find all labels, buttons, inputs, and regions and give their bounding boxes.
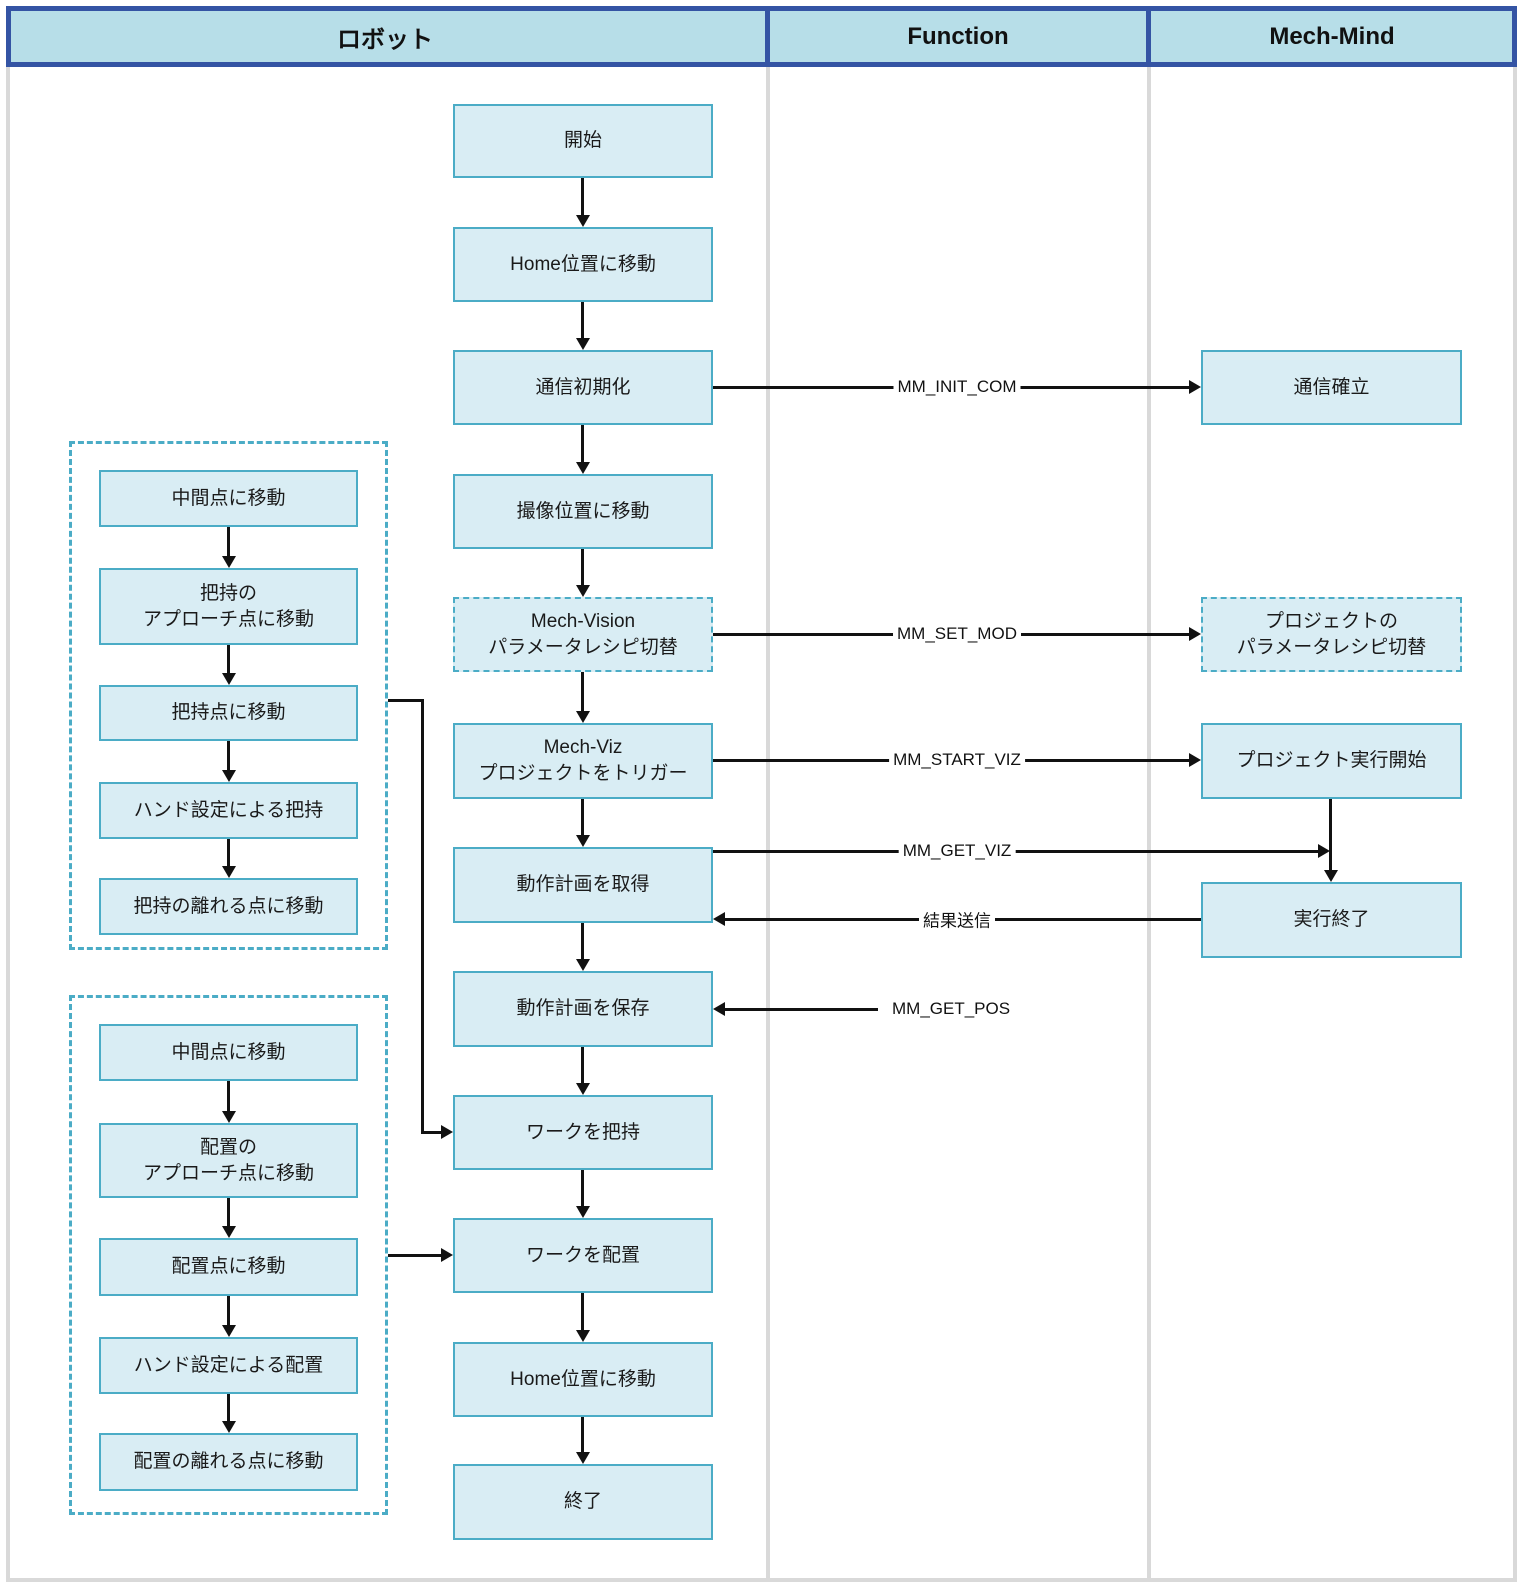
arrowhead-grasp-place [576,1206,590,1218]
arrow-placemid-approach [227,1081,230,1112]
node-init-com: 通信初期化 [453,350,713,425]
node-grasp-mid-point: 中間点に移動 [99,470,358,527]
lane-line-right [1513,67,1517,1578]
node-end: 終了 [453,1464,713,1540]
function-label-mm-init-com: MM_INIT_COM [893,377,1021,397]
swimlane-header [6,6,1517,67]
arrowhead-saveplan-grasp [576,1083,590,1095]
arrow-placepoint-hand [227,1296,230,1326]
arrow-viztrigger-getplan [581,799,584,836]
arrowhead-place-home2 [576,1330,590,1342]
arrow-start-home [581,178,584,216]
arrow-home2-end [581,1417,584,1453]
arrowhead-viztrigger-getplan [576,835,590,847]
function-label-mm-start-viz: MM_START_VIZ [889,750,1025,770]
node-move-capture: 撮像位置に移動 [453,474,713,549]
lane-title-function: Function [907,23,1009,50]
node-start: 開始 [453,104,713,178]
node-grasp-approach: 把持の アプローチ点に移動 [99,568,358,645]
arrowhead-mm-get-pos [713,1002,725,1016]
lane-line-bottom [6,1578,1517,1582]
connector-placepoint-in [388,1254,441,1257]
lane-title-robot: ロボット [337,26,433,54]
lane-line-divider-2 [1147,67,1151,1578]
arrowhead-hand-graspdepart [222,866,236,878]
node-grasp-point: 把持点に移動 [99,685,358,741]
arrowhead-send-result [713,912,725,926]
arrowhead-mm-init-com [1189,380,1201,394]
function-label-mm-set-mod: MM_SET_MOD [893,624,1021,644]
node-run-start: プロジェクト実行開始 [1201,723,1462,799]
arrowhead-capture-recipe [576,585,590,597]
arrowhead-home-initcom [576,338,590,350]
lane-line-divider-1 [766,67,770,1578]
arrow-initcom-capture [581,425,584,463]
arrowhead-placepoint-hand [222,1325,236,1337]
node-home-1: Home位置に移動 [453,227,713,302]
node-place-depart: 配置の離れる点に移動 [99,1433,358,1491]
arrow-hand-graspdepart [227,839,230,867]
function-label-send-result: 結果送信 [919,906,995,932]
arrowhead-home2-end [576,1452,590,1464]
node-place-approach: 配置の アプローチ点に移動 [99,1123,358,1198]
arrow-getplan-saveplan [581,923,584,960]
node-place-mid-point: 中間点に移動 [99,1024,358,1081]
arrowhead-approach-placepoint [222,1226,236,1238]
node-grasp-work: ワークを把持 [453,1095,713,1170]
arrowhead-runstart-runend [1324,870,1338,882]
arrow-grasp-place [581,1170,584,1207]
connector-grasppoint-out [388,699,424,702]
arrowhead-placepoint-placework [441,1248,453,1262]
arrow-home-initcom [581,302,584,339]
node-get-plan: 動作計画を取得 [453,847,713,923]
arrow-approach-placepoint [227,1198,230,1227]
node-grasp-depart: 把持の離れる点に移動 [99,878,358,935]
function-label-mm-get-viz: MM_GET_VIZ [898,841,1016,861]
node-com-established: 通信確立 [1201,350,1462,425]
arrowhead-start-home [576,215,590,227]
header-divider-1 [765,6,770,67]
arrow-hand-placedepart [227,1394,230,1422]
arrowhead-placemid-approach [222,1111,236,1123]
node-run-end: 実行終了 [1201,882,1462,958]
node-place-point: 配置点に移動 [99,1238,358,1296]
arrow-mm-get-pos [725,1008,878,1011]
arrowhead-mm-start-viz [1189,753,1201,767]
arrowhead-recipe-viztrigger [576,711,590,723]
lane-title-mechmind: Mech-Mind [1269,23,1395,50]
node-home-2: Home位置に移動 [453,1342,713,1417]
node-vision-recipe: Mech-Vision パラメータレシピ切替 [453,597,713,672]
connector-grasppoint-in [421,1131,441,1134]
arrowhead-grasppoint-hand [222,770,236,782]
arrow-graspmid-approach [227,527,230,557]
grasp-group-border [69,441,388,950]
place-group-border [69,995,388,1515]
arrow-recipe-viztrigger [581,672,584,712]
lane-line-left [6,67,10,1578]
arrowhead-hand-placedepart [222,1421,236,1433]
arrowhead-mm-get-viz [1318,844,1330,858]
arrowhead-mm-set-mod [1189,627,1201,641]
node-place-work: ワークを配置 [453,1218,713,1293]
arrow-saveplan-grasp [581,1047,584,1084]
node-project-recipe: プロジェクトの パラメータレシピ切替 [1201,597,1462,672]
node-hand-grasp: ハンド設定による把持 [99,782,358,839]
arrowhead-graspmid-approach [222,556,236,568]
node-save-plan: 動作計画を保存 [453,971,713,1047]
arrowhead-approach-grasppoint [222,673,236,685]
node-hand-place: ハンド設定による配置 [99,1337,358,1394]
header-divider-2 [1146,6,1151,67]
arrowhead-initcom-capture [576,462,590,474]
arrow-grasppoint-hand [227,741,230,771]
arrowhead-grasppoint-graspwork [441,1125,453,1139]
node-viz-trigger: Mech-Viz プロジェクトをトリガー [453,723,713,799]
arrow-runstart-runend [1329,799,1332,870]
connector-grasppoint-down [421,699,424,1133]
arrow-capture-recipe [581,549,584,586]
arrow-place-home2 [581,1293,584,1331]
arrow-mm-get-viz [713,850,1318,853]
arrowhead-getplan-saveplan [576,959,590,971]
function-label-mm-get-pos: MM_GET_POS [888,999,1015,1019]
arrow-approach-grasppoint [227,645,230,674]
